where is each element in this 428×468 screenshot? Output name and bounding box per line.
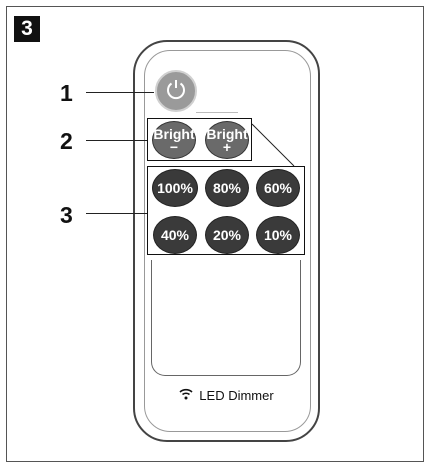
power-icon xyxy=(164,77,188,106)
percent-label: 10% xyxy=(263,227,293,243)
leader-line-1 xyxy=(86,92,154,93)
step-badge: 3 xyxy=(14,16,40,42)
callout-2: 2 xyxy=(60,128,73,154)
remote-inner-outline xyxy=(144,50,311,432)
percent-100-button[interactable]: 100% xyxy=(152,169,198,207)
callout-3: 3 xyxy=(60,202,73,228)
percent-label: 100% xyxy=(157,180,193,196)
remote-lower-panel xyxy=(151,260,301,376)
brand-label: LED Dimmer xyxy=(199,387,274,403)
percent-label: 60% xyxy=(263,180,293,196)
percent-40-button[interactable]: 40% xyxy=(153,216,197,254)
bright-up-button[interactable]: Bright + xyxy=(205,121,249,159)
percent-20-button[interactable]: 20% xyxy=(205,216,249,254)
leader-line-2 xyxy=(86,140,148,141)
percent-80-button[interactable]: 80% xyxy=(205,169,249,207)
power-button[interactable] xyxy=(155,70,197,112)
percent-10-button[interactable]: 10% xyxy=(256,216,300,254)
wifi-icon xyxy=(179,388,193,403)
callout-1: 1 xyxy=(60,80,73,106)
percent-60-button[interactable]: 60% xyxy=(256,169,300,207)
bright-down-label: Bright xyxy=(153,126,195,142)
leader-line-3 xyxy=(86,213,148,214)
connector-lines xyxy=(251,123,295,167)
percent-label: 80% xyxy=(212,180,242,196)
bright-down-button[interactable]: Bright − xyxy=(152,121,196,159)
plus-symbol: + xyxy=(222,139,232,155)
callout-box-2 xyxy=(147,118,252,161)
callout-box-3 xyxy=(147,166,305,255)
percent-label: 40% xyxy=(160,227,190,243)
decor-line xyxy=(196,112,238,113)
minus-symbol: − xyxy=(169,139,179,155)
percent-label: 20% xyxy=(212,227,242,243)
bright-up-label: Bright xyxy=(206,126,248,142)
brand-label-row: LED Dimmer xyxy=(150,384,303,406)
